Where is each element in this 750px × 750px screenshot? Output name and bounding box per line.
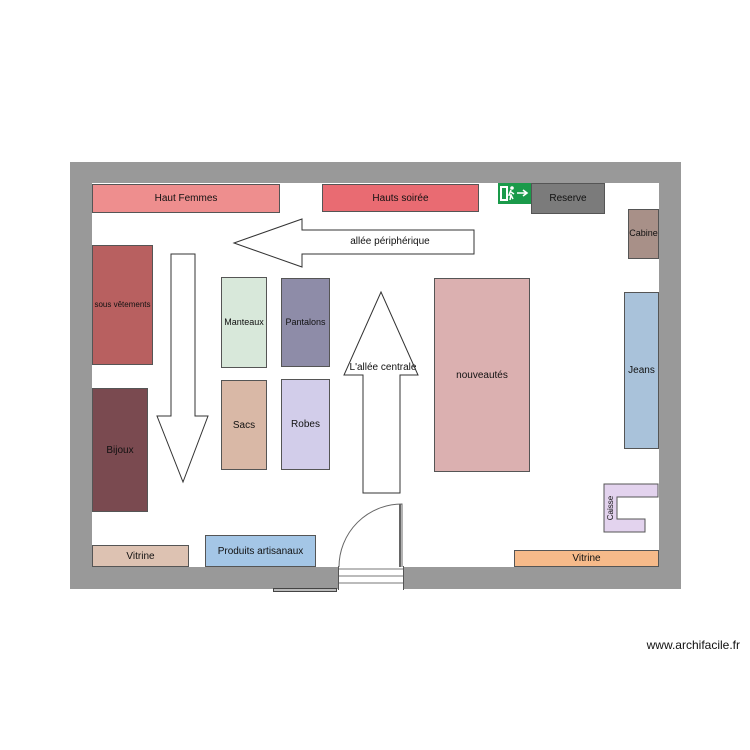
zone-cabine: Cabine	[628, 209, 659, 259]
zone-hauts-soiree: Hauts soirée	[322, 184, 479, 212]
zone-jeans: Jeans	[624, 292, 659, 449]
zone-robes: Robes	[281, 379, 330, 470]
window-bottom	[273, 588, 337, 592]
zone-produits-artisanaux: Produits artisanaux	[205, 535, 316, 567]
watermark: www.archifacile.fr	[646, 638, 740, 652]
zone-sous-vetements: sous vêtements	[92, 245, 153, 365]
zone-vitrine-right: Vitrine	[514, 550, 659, 567]
zone-bijoux: Bijoux	[92, 388, 148, 512]
zone-haut-femmes: Haut Femmes	[92, 184, 280, 213]
zone-manteaux: Manteaux	[221, 277, 267, 368]
allee-peripherique-label: allée périphérique	[350, 236, 430, 247]
allee-peripherique-arrow	[232, 218, 475, 268]
left-down-arrow	[156, 253, 209, 484]
zone-nouveautes: nouveautés	[434, 278, 530, 472]
zone-pantalons: Pantalons	[281, 278, 330, 367]
zone-sacs: Sacs	[221, 380, 267, 470]
zone-reserve: Reserve	[531, 183, 605, 214]
emergency-exit-icon	[498, 183, 531, 204]
zone-vitrine-left: Vitrine	[92, 545, 189, 567]
allee-centrale-arrow	[343, 290, 419, 494]
allee-centrale-label: L'allée centrale	[349, 362, 417, 373]
entrance-opening	[338, 566, 404, 590]
